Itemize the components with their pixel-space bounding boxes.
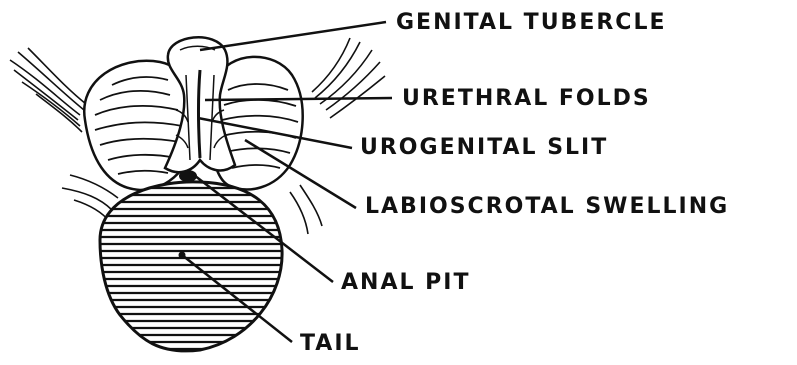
label-urogenital-slit: UROGENITAL SLIT (360, 137, 608, 159)
label-tail: TAIL (300, 333, 361, 355)
label-urethral-folds: URETHRAL FOLDS (402, 88, 651, 110)
urogenital-slit (199, 70, 201, 158)
label-anal-pit: ANAL PIT (341, 272, 470, 294)
tail (95, 182, 290, 351)
label-genital-tubercle: GENITAL TUBERCLE (396, 12, 667, 34)
tail-pointer-dot (179, 252, 186, 259)
label-labioscrotal-swelling: LABIOSCROTAL SWELLING (365, 196, 729, 218)
